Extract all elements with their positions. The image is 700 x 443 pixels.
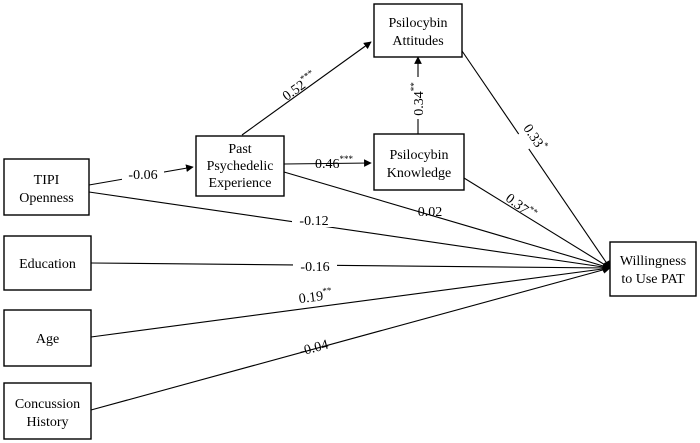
label-knowledge-to-attitudes: 0.34** [409,82,427,116]
svg-text:Concussion: Concussion [15,397,80,412]
node-past-psychedelic-experience: Past Psychedelic Experience [195,135,285,197]
node-education: Education [3,235,92,291]
svg-text:Willingness: Willingness [620,254,686,269]
edge-education-to-willingness [90,262,611,272]
label-tipi-to-past: -0.06 [128,168,157,183]
label-education-to-willingness: -0.16 [300,260,329,275]
svg-text:History: History [27,415,69,430]
label-knowledge-to-willingness: 0.37** [502,189,540,224]
node-concussion-history: Concussion History [3,382,92,440]
svg-text:Experience: Experience [209,176,272,191]
svg-text:TIPI: TIPI [34,173,60,188]
svg-text:Past: Past [228,142,251,157]
svg-text:Psilocybin: Psilocybin [389,148,448,163]
label-past-to-willingness: 0.02 [418,205,443,220]
edge-age-to-willingness [90,265,611,338]
svg-text:Education: Education [19,257,76,272]
edge-past-to-attitudes [241,41,372,136]
svg-text:to Use PAT: to Use PAT [621,272,685,287]
node-willingness-to-use-pat: Willingness to Use PAT [609,241,697,297]
label-age-to-willingness: 0.19** [298,285,334,307]
node-psilocybin-knowledge: Psilocybin Knowledge [373,133,465,191]
svg-text:Age: Age [36,332,59,347]
node-psilocybin-attitudes: Psilocybin Attitudes [373,3,463,58]
label-concussion-to-willingness: -0.04 [298,338,330,360]
label-tipi-to-willingness: -0.12 [299,214,328,229]
edge-past-to-knowledge [283,159,372,167]
edge-attitudes-to-willingness [459,47,611,269]
edge-knowledge-to-willingness [463,177,611,269]
edge-concussion-to-willingness [90,266,611,411]
edge-past-to-willingness [283,171,611,270]
label-past-to-knowledge: 0.46*** [315,154,354,172]
svg-text:Openness: Openness [19,191,73,206]
label-past-to-attitudes: 0.52*** [278,67,320,104]
node-tipi-openness: TIPI Openness [3,158,90,216]
svg-text:Knowledge: Knowledge [387,166,452,181]
edge-tipi-to-willingness [88,191,611,271]
svg-text:Psilocybin: Psilocybin [388,16,447,31]
svg-text:Psychedelic: Psychedelic [207,159,274,174]
node-age: Age [3,309,92,367]
svg-text:Attitudes: Attitudes [392,34,443,49]
